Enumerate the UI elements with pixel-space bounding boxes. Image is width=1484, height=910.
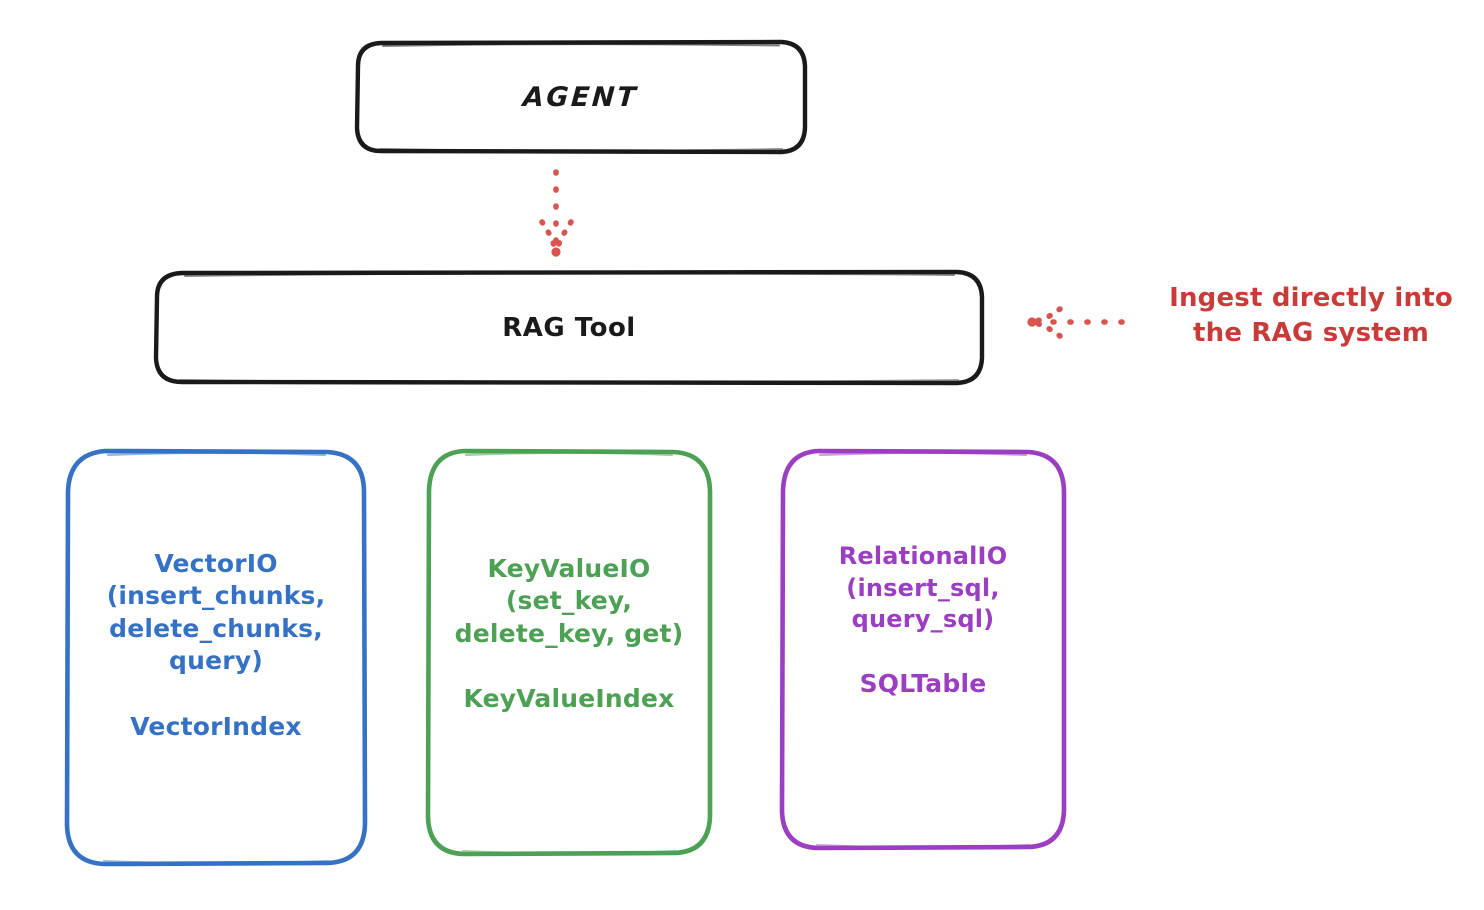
agent-box-outline (354, 39, 808, 155)
keyvalueio-box-outline (425, 448, 713, 857)
node-relationalio-api-label: RelationalIO (insert_sql, query_sql) (838, 542, 1008, 633)
rag-tool-box-outline (153, 269, 985, 386)
connector-annotation-to-rag-tool (1027, 306, 1125, 339)
node-vectorio-index-label: VectorIndex (130, 711, 302, 741)
node-agent[interactable]: AGENT (357, 42, 805, 152)
connector-agent-to-rag-tool (539, 169, 574, 257)
node-rag-tool-label: RAG Tool (502, 312, 636, 343)
node-keyvalueio-content: KeyValueIO (set_key, delete_key, get) Ke… (455, 553, 684, 716)
relationalio-box-outline (779, 448, 1067, 851)
node-agent-label: AGENT (522, 81, 640, 113)
node-keyvalueio[interactable]: KeyValueIO (set_key, delete_key, get) Ke… (428, 450, 710, 854)
node-keyvalueio-index-label: KeyValueIndex (463, 684, 675, 713)
node-vectorio-api-label: VectorIO (insert_chunks, delete_chunks, … (106, 548, 326, 676)
vectorio-box-outline (64, 448, 368, 867)
node-relationalio[interactable]: RelationalIO (insert_sql, query_sql) SQL… (782, 450, 1064, 848)
node-relationalio-content: RelationalIO (insert_sql, query_sql) SQL… (839, 541, 1008, 700)
node-vectorio[interactable]: VectorIO (insert_chunks, delete_chunks, … (67, 450, 365, 865)
node-keyvalueio-api-label: KeyValueIO (set_key, delete_key, get) (454, 553, 684, 648)
node-rag-tool[interactable]: RAG Tool (156, 272, 982, 383)
node-vectorio-content: VectorIO (insert_chunks, delete_chunks, … (107, 548, 326, 744)
node-relationalio-index-label: SQLTable (859, 669, 987, 699)
annotation-ingest: Ingest directly into the RAG system (1146, 281, 1476, 350)
annotation-ingest-text: Ingest directly into the RAG system (1169, 283, 1453, 348)
